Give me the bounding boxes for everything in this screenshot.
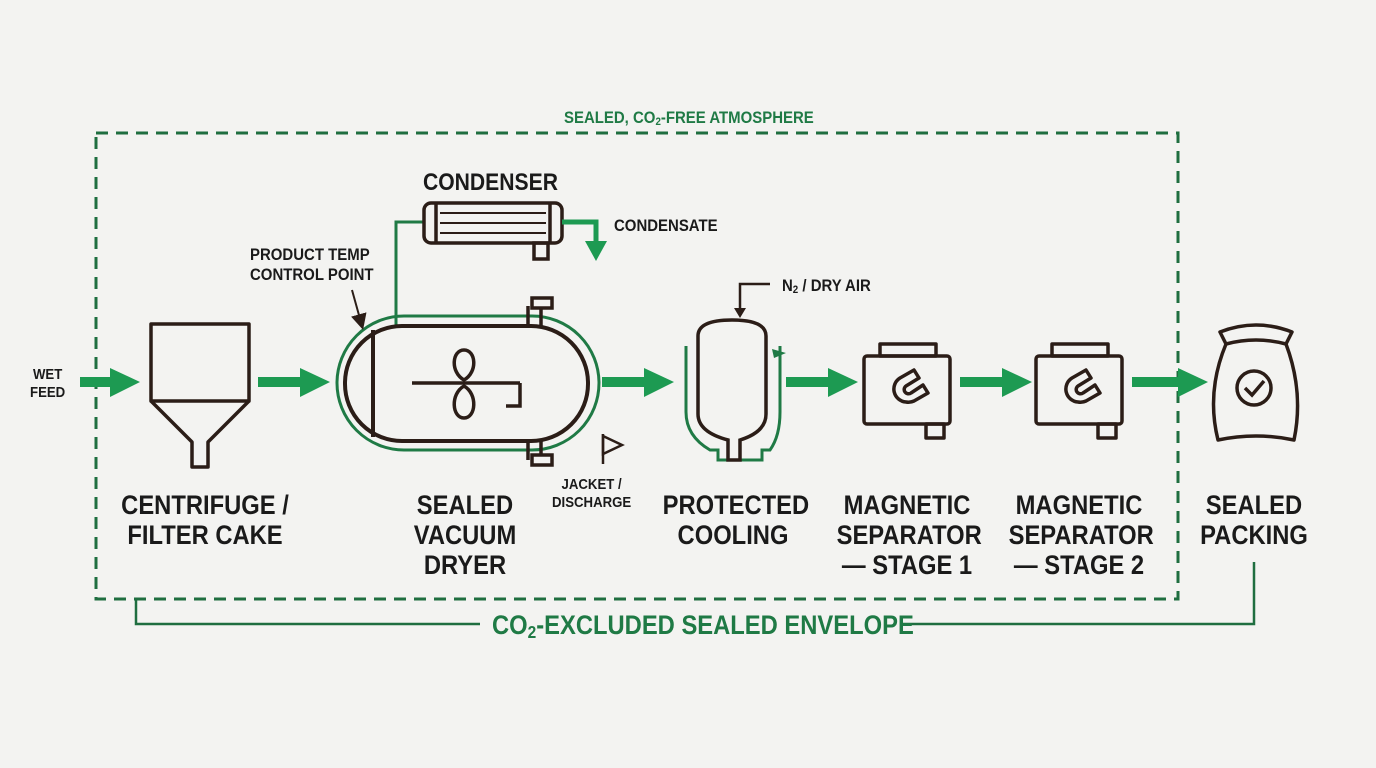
flow-arrow-dryer-cooling <box>602 368 674 397</box>
vapor-line <box>394 220 424 328</box>
product-temp-label: PRODUCT TEMP CONTROL POINT <box>250 245 374 284</box>
cooling-vessel-icon <box>684 318 786 462</box>
condenser-icon <box>422 201 564 261</box>
flow-arrow-stage1-stage2 <box>960 368 1032 397</box>
step-label-vacuum-dryer: SEALED VACUUM DRYER <box>413 490 517 580</box>
step-label-cooling: PROTECTED COOLING <box>662 490 810 550</box>
jacket-discharge-label: JACKET / DISCHARGE <box>552 476 632 511</box>
envelope-top-label: SEALED, CO2-FREE ATMOSPHERE <box>564 108 814 129</box>
step-label-separator-1: MAGNETIC SEPARATOR — STAGE 1 <box>836 490 982 580</box>
product-temp-pointer <box>351 289 367 330</box>
flag-icon <box>601 434 625 464</box>
step-label-packing: SEALED PACKING <box>1200 490 1308 550</box>
magnet-icon <box>862 342 952 440</box>
condenser-label: CONDENSER <box>423 169 558 196</box>
envelope-bottom-label: CO2-EXCLUDED SEALED ENVELOPE <box>492 610 914 642</box>
check-icon <box>1235 369 1273 407</box>
hopper-icon <box>149 322 251 469</box>
sealed-bag-icon <box>1211 323 1300 442</box>
sealed-envelope-boundary <box>94 131 1180 601</box>
vacuum-dryer-icon <box>335 296 601 467</box>
step-label-separator-2: MAGNETIC SEPARATOR — STAGE 2 <box>1008 490 1154 580</box>
condensate-label: CONDENSATE <box>614 216 718 235</box>
flow-arrow-stage2-packing <box>1132 368 1208 397</box>
nitrogen-label: N2 / DRY AIR <box>782 276 871 297</box>
flow-arrow-centrifuge-dryer <box>258 368 330 397</box>
wet-feed-label: WET FEED <box>30 366 66 401</box>
magnet-icon <box>1034 342 1124 440</box>
condensate-arrow <box>562 219 607 261</box>
envelope-bracket-line <box>134 562 1256 626</box>
step-label-centrifuge: CENTRIFUGE / FILTER CAKE <box>121 490 289 550</box>
flow-arrow-wet-feed <box>80 368 140 397</box>
flow-arrow-cooling-stage1 <box>786 368 858 397</box>
nitrogen-feed-line <box>738 282 770 311</box>
flow-arrows <box>80 368 1208 397</box>
